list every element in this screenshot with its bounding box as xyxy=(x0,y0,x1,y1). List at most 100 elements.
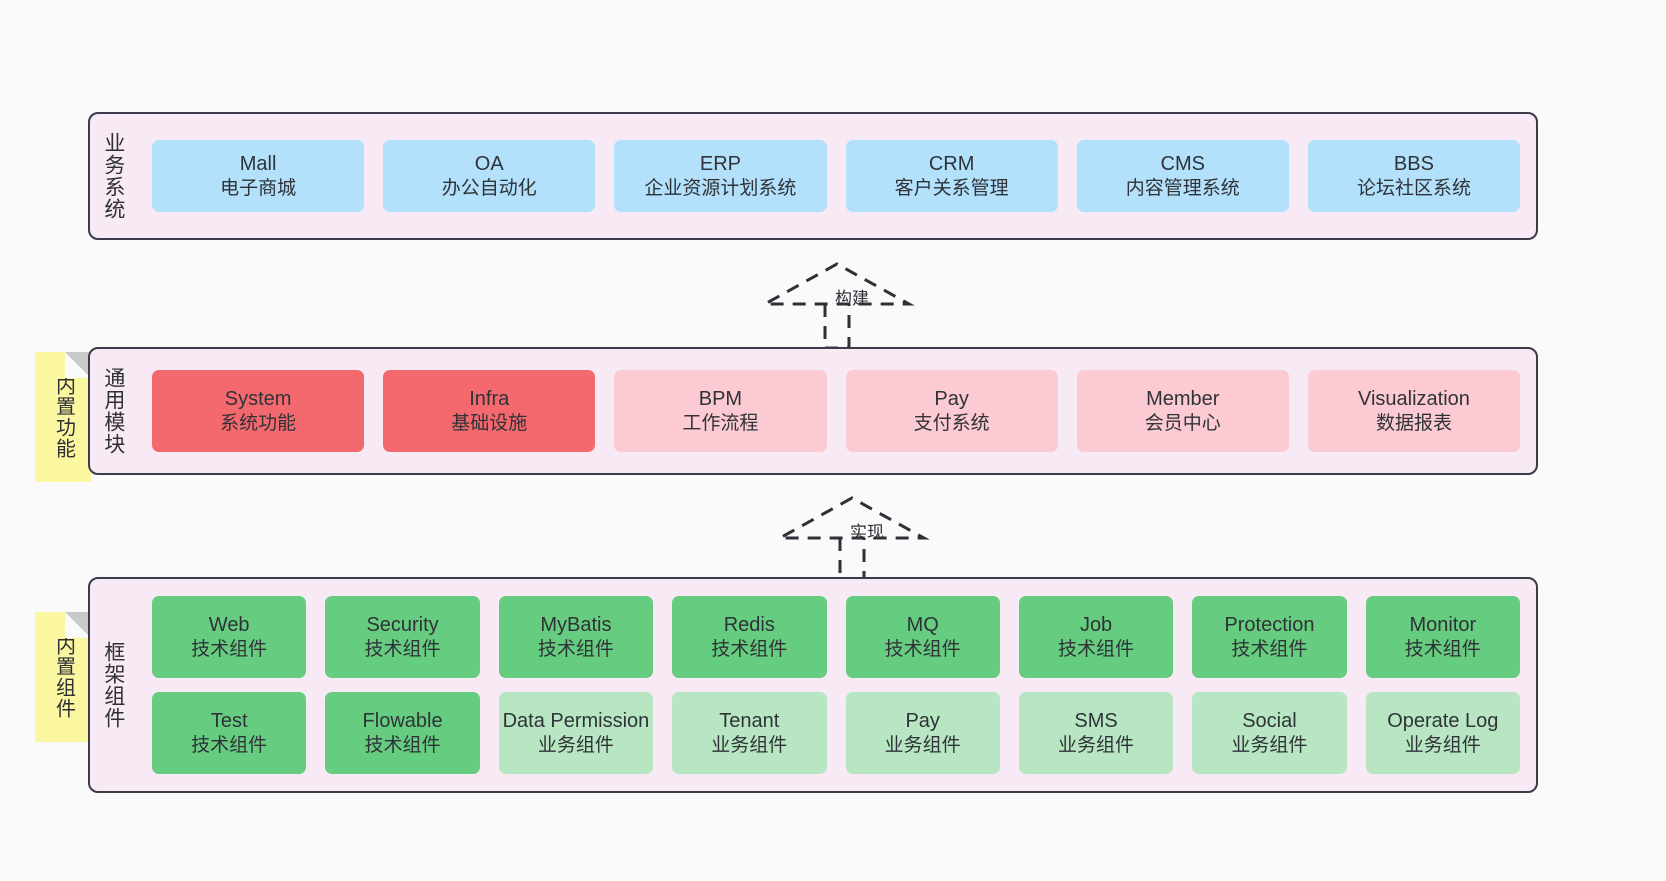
node-mall[interactable]: Mall 电子商城 xyxy=(152,140,365,212)
node-title: Web xyxy=(208,614,250,637)
node-title: OA xyxy=(474,153,504,176)
node-subtitle: 技术组件 xyxy=(537,638,614,660)
node-title: CRM xyxy=(928,153,975,176)
node-sms[interactable]: SMS 业务组件 xyxy=(1018,692,1174,774)
node-infra[interactable]: Infra 基础设施 xyxy=(383,370,596,452)
layer-row: Mall 电子商城 OA 办公自动化 ERP 企业资源计划系统 CRM 客户关系… xyxy=(152,140,1521,212)
node-title: BPM xyxy=(698,388,743,411)
node-subtitle: 业务组件 xyxy=(1231,734,1308,756)
node-monitor[interactable]: Monitor 技术组件 xyxy=(1365,596,1520,678)
node-title: MyBatis xyxy=(540,614,612,637)
node-redis[interactable]: Redis 技术组件 xyxy=(672,596,827,678)
node-title: ERP xyxy=(699,153,741,176)
node-title: Mall xyxy=(239,153,277,176)
node-subtitle: 技术组件 xyxy=(1404,638,1481,660)
node-title: CMS xyxy=(1160,153,1205,176)
node-title: Monitor xyxy=(1409,614,1477,637)
node-subtitle: 业务组件 xyxy=(1058,734,1135,756)
node-subtitle: 基础设施 xyxy=(451,412,528,434)
node-subtitle: 系统功能 xyxy=(220,412,297,434)
node-subtitle: 技术组件 xyxy=(191,638,268,660)
node-cms[interactable]: CMS 内容管理系统 xyxy=(1076,140,1289,212)
layer-business-systems: 业务系统 Mall 电子商城 OA 办公自动化 ERP 企业资源计划系统 CRM… xyxy=(88,112,1538,240)
node-member[interactable]: Member 会员中心 xyxy=(1076,370,1289,452)
layer-body-modules: System 系统功能 Infra 基础设施 BPM 工作流程 Pay 支付系统… xyxy=(136,349,1536,473)
layer-row: System 系统功能 Infra 基础设施 BPM 工作流程 Pay 支付系统… xyxy=(152,370,1521,452)
node-title: Job xyxy=(1079,614,1113,637)
layer-framework-components: 框架组件 Web 技术组件 Security 技术组件 MyBatis 技术组件… xyxy=(88,577,1538,793)
node-title: Infra xyxy=(469,388,510,411)
arrow-head xyxy=(759,262,915,306)
node-title: Pay xyxy=(934,388,969,411)
node-oa[interactable]: OA 办公自动化 xyxy=(383,140,596,212)
arrow-shaft xyxy=(823,304,851,350)
node-subtitle: 技术组件 xyxy=(884,638,961,660)
node-operate-log[interactable]: Operate Log 业务组件 xyxy=(1365,692,1520,774)
layer-body-framework: Web 技术组件 Security 技术组件 MyBatis 技术组件 Redi… xyxy=(136,579,1536,791)
node-title: Redis xyxy=(723,614,775,637)
node-title: BBS xyxy=(1393,153,1434,176)
node-title: Flowable xyxy=(362,710,443,733)
node-title: System xyxy=(224,388,292,411)
sticky-note-builtin-components: 内置组件 xyxy=(35,612,91,742)
node-test[interactable]: Test 技术组件 xyxy=(152,692,307,774)
node-subtitle: 工作流程 xyxy=(682,412,759,434)
node-tenant[interactable]: Tenant 业务组件 xyxy=(672,692,827,774)
node-bpm[interactable]: BPM 工作流程 xyxy=(614,370,827,452)
node-subtitle: 业务组件 xyxy=(711,734,788,756)
layer-title-business: 业务系统 xyxy=(101,132,125,220)
node-subtitle: 办公自动化 xyxy=(441,177,537,199)
node-subtitle: 客户关系管理 xyxy=(894,177,1009,199)
node-title: Tenant xyxy=(719,710,780,733)
relation-build: 构建 xyxy=(757,256,917,356)
node-subtitle: 技术组件 xyxy=(1058,638,1135,660)
node-title: Security xyxy=(366,614,439,637)
node-subtitle: 技术组件 xyxy=(1231,638,1308,660)
node-protection[interactable]: Protection 技术组件 xyxy=(1192,596,1347,678)
node-visualization[interactable]: Visualization 数据报表 xyxy=(1307,370,1521,452)
node-subtitle: 业务组件 xyxy=(1404,734,1481,756)
node-pay-business[interactable]: Pay 业务组件 xyxy=(845,692,1000,774)
node-web[interactable]: Web 技术组件 xyxy=(152,596,307,678)
node-pay[interactable]: Pay 支付系统 xyxy=(845,370,1058,452)
layer-title-modules: 通用模块 xyxy=(101,367,125,455)
node-subtitle: 技术组件 xyxy=(711,638,788,660)
node-job[interactable]: Job 技术组件 xyxy=(1018,596,1174,678)
node-title: Member xyxy=(1146,388,1220,411)
node-title: Visualization xyxy=(1357,388,1470,411)
node-subtitle: 技术组件 xyxy=(364,638,441,660)
node-title: MQ xyxy=(906,614,939,637)
node-bbs[interactable]: BBS 论坛社区系统 xyxy=(1307,140,1521,212)
arrow-shaft xyxy=(838,538,866,584)
layer-common-modules: 通用模块 System 系统功能 Infra 基础设施 BPM 工作流程 Pay… xyxy=(88,347,1538,475)
node-subtitle: 企业资源计划系统 xyxy=(644,177,797,199)
node-title: SMS xyxy=(1074,710,1118,733)
node-subtitle: 数据报表 xyxy=(1375,412,1452,434)
layer-row: Web 技术组件 Security 技术组件 MyBatis 技术组件 Redi… xyxy=(152,596,1520,678)
node-data-permission[interactable]: Data Permission 业务组件 xyxy=(498,692,654,774)
layer-row: Test 技术组件 Flowable 技术组件 Data Permission … xyxy=(152,692,1520,774)
node-crm[interactable]: CRM 客户关系管理 xyxy=(845,140,1058,212)
node-subtitle: 业务组件 xyxy=(537,734,614,756)
node-title: Protection xyxy=(1224,614,1315,637)
node-subtitle: 技术组件 xyxy=(191,734,268,756)
arrow-head xyxy=(774,496,930,540)
node-system[interactable]: System 系统功能 xyxy=(152,370,365,452)
node-erp[interactable]: ERP 企业资源计划系统 xyxy=(614,140,827,212)
relation-label-implement: 实现 xyxy=(850,523,884,542)
relation-implement: 实现 xyxy=(772,490,932,590)
node-title: Data Permission xyxy=(502,710,650,733)
node-social[interactable]: Social 业务组件 xyxy=(1192,692,1347,774)
node-subtitle: 内容管理系统 xyxy=(1125,177,1240,199)
node-subtitle: 电子商城 xyxy=(220,177,297,199)
node-flowable[interactable]: Flowable 技术组件 xyxy=(325,692,480,774)
relation-label-build: 构建 xyxy=(835,289,869,308)
sticky-note-builtin-features: 内置功能 xyxy=(35,352,91,482)
node-subtitle: 支付系统 xyxy=(913,412,990,434)
node-security[interactable]: Security 技术组件 xyxy=(325,596,480,678)
node-mybatis[interactable]: MyBatis 技术组件 xyxy=(498,596,654,678)
node-subtitle: 会员中心 xyxy=(1144,412,1221,434)
node-mq[interactable]: MQ 技术组件 xyxy=(845,596,1000,678)
node-title: Operate Log xyxy=(1387,710,1499,733)
